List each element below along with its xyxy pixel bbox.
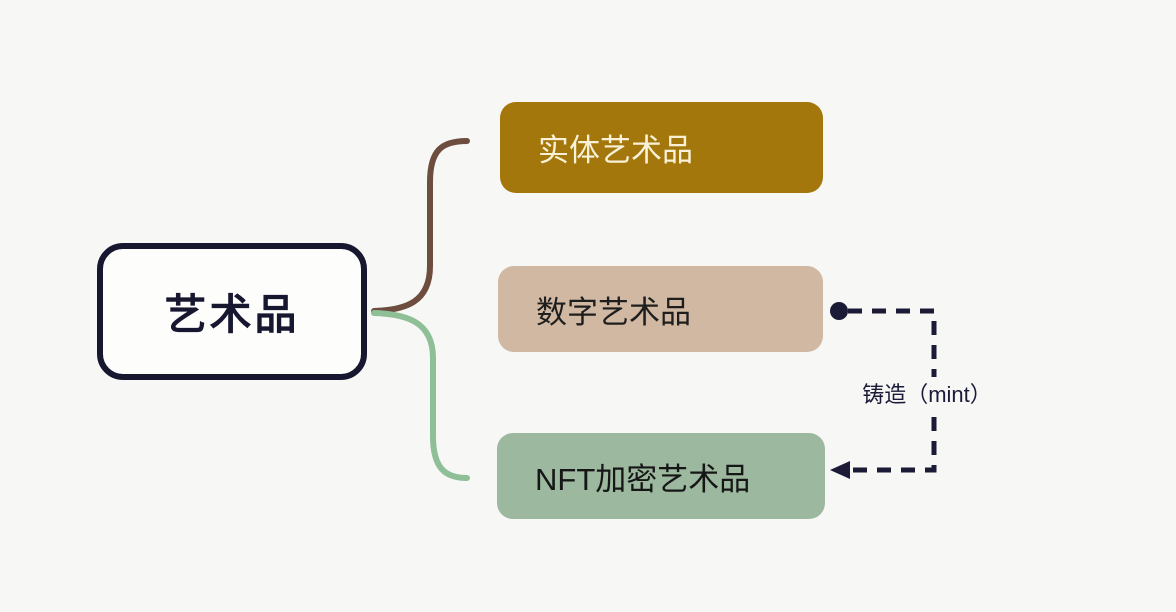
node-nft-artwork[interactable]: NFT加密艺术品	[497, 433, 825, 519]
branch-top-curve	[371, 138, 470, 314]
branch-bottom-curve	[371, 310, 470, 481]
mint-arrow-label: 铸造（mint）	[841, 377, 1013, 409]
node-physical-artwork-label: 实体艺术品	[538, 133, 693, 168]
mint-start-dot-icon	[830, 302, 848, 320]
node-nft-artwork-label: NFT加密艺术品	[535, 461, 751, 497]
node-physical-artwork[interactable]: 实体艺术品	[500, 102, 823, 193]
node-digital-artwork-label: 数字艺术品	[536, 294, 691, 330]
node-artwork-root[interactable]: 艺术品	[97, 243, 367, 380]
mint-dashed-path	[846, 308, 937, 473]
node-artwork-root-label: 艺术品	[164, 291, 300, 338]
mint-arrowhead-icon	[830, 461, 850, 479]
node-digital-artwork[interactable]: 数字艺术品	[498, 266, 823, 352]
